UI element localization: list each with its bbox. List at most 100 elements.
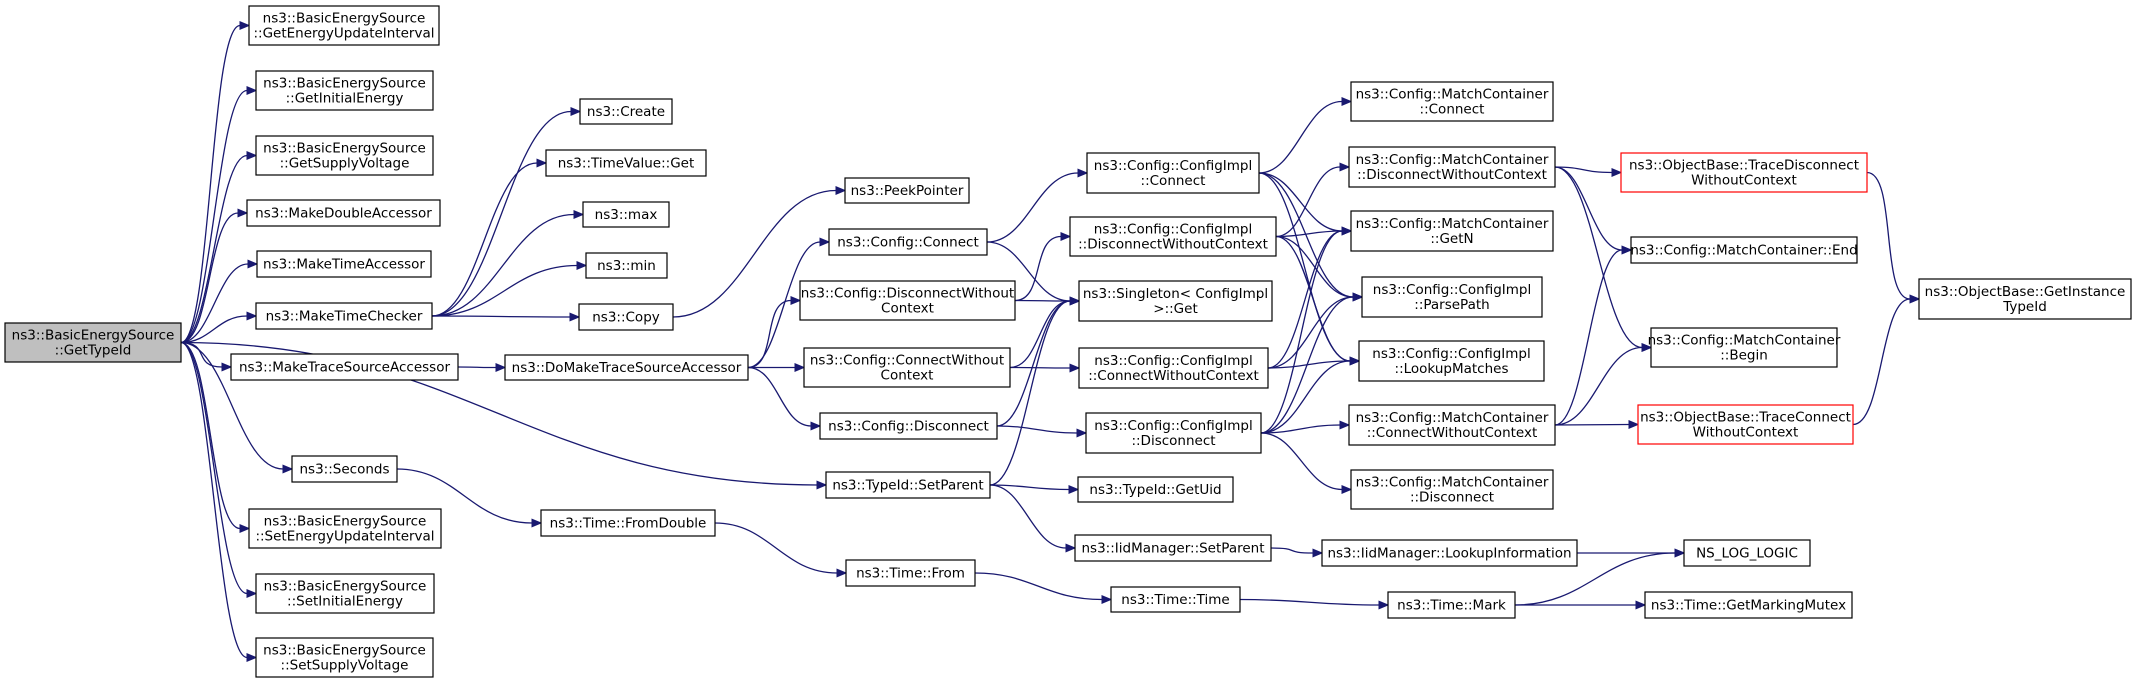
node-ns3-copy[interactable]: ns3::Copy xyxy=(578,303,674,331)
node-label: ns3::Config::MatchContainer xyxy=(1356,152,1549,168)
node-ns3-config-matchcontainer-getn[interactable]: ns3::Config::MatchContainer::GetN xyxy=(1350,210,1554,252)
node-ns3-time-from[interactable]: ns3::Time::From xyxy=(845,559,976,587)
call-edge xyxy=(180,85,258,344)
node-label: ns3::Config::ConfigImpl xyxy=(1094,353,1252,369)
node-ns3-create[interactable]: ns3::Create xyxy=(579,98,673,125)
node-ns3-seconds[interactable]: ns3::Seconds xyxy=(291,455,398,483)
call-edge xyxy=(974,572,1113,605)
call-edge xyxy=(1275,235,1361,366)
node-ns3-config-disconnectwithout-context[interactable]: ns3::Config::DisconnectWithoutContext xyxy=(799,280,1016,321)
node-label: ns3::Config::MatchContainer xyxy=(1356,216,1549,232)
node-ns3-makedoubleaccessor[interactable]: ns3::MakeDoubleAccessor xyxy=(246,199,441,227)
node-ns3-basicenergysource-setsupplyvoltage[interactable]: ns3::BasicEnergySource::SetSupplyVoltage xyxy=(255,637,434,678)
node-label: ns3::Config::ConfigImpl xyxy=(1373,282,1531,298)
call-edge xyxy=(1514,548,1686,606)
node-ns3-config-matchcontainer-disconnectwithoutcontext[interactable]: ns3::Config::MatchContainer::DisconnectW… xyxy=(1348,146,1556,188)
node-label: ns3::BasicEnergySource xyxy=(263,11,426,27)
call-edge xyxy=(1260,292,1364,434)
node-ns3-time-fromdouble[interactable]: ns3::Time::FromDouble xyxy=(540,509,716,537)
node-label: ::Begin xyxy=(1720,348,1768,364)
node-ns3-config-configimpl-lookupmatches[interactable]: ns3::Config::ConfigImpl::LookupMatches xyxy=(1358,340,1545,382)
node-ns3-config-connectwithout-context[interactable]: ns3::Config::ConnectWithoutContext xyxy=(803,347,1011,388)
node-label: ns3::Config::Disconnect xyxy=(828,419,989,435)
node-ns3-domaketracesourceaccessor[interactable]: ns3::DoMakeTraceSourceAccessor xyxy=(504,354,749,381)
call-edge xyxy=(180,150,258,344)
node-label: ns3::Config::Connect xyxy=(837,235,979,251)
node-label: ns3::Time::Mark xyxy=(1397,598,1506,614)
node-ns3-singleton-configimpl-get[interactable]: ns3::Singleton< ConfigImpl >::Get xyxy=(1078,280,1273,322)
call-edge xyxy=(989,484,1077,553)
node-label: WithoutContext xyxy=(1693,425,1799,441)
call-edge xyxy=(180,341,258,599)
node-ns3-basicenergysource-getinitialenergy[interactable]: ns3::BasicEnergySource::GetInitialEnergy xyxy=(255,70,434,111)
call-edge xyxy=(747,237,831,369)
node-ns3-config-configimpl-connect[interactable]: ns3::Config::ConfigImpl::Connect xyxy=(1086,152,1260,194)
node-ns3-config-matchcontainer-end[interactable]: ns3::Config::MatchContainer::End xyxy=(1630,236,1858,264)
call-edge xyxy=(1260,420,1351,434)
node-label: ns3::Create xyxy=(587,104,665,120)
node-ns3-config-connect[interactable]: ns3::Config::Connect xyxy=(828,228,988,256)
node-label: ::SetEnergyUpdateInterval xyxy=(255,529,434,545)
node-ns3-basicenergysource-getenergyupdateinterval[interactable]: ns3::BasicEnergySource::GetEnergyUpdateI… xyxy=(248,5,440,46)
node-label: ::GetInitialEnergy xyxy=(286,91,404,107)
node-ns3-peekpointer[interactable]: ns3::PeekPointer xyxy=(844,177,970,204)
node-ns3-config-disconnect[interactable]: ns3::Config::Disconnect xyxy=(819,412,998,440)
node-ns3-timevalue-get[interactable]: ns3::TimeValue::Get xyxy=(545,149,707,177)
node-label: ns3::BasicEnergySource xyxy=(263,141,426,157)
node-ns3-maketracesourceaccessor[interactable]: ns3::MakeTraceSourceAccessor xyxy=(230,353,459,381)
node-label: ns3::BasicEnergySource xyxy=(264,514,427,530)
node-ns3-config-configimpl-parsepath[interactable]: ns3::Config::ConfigImpl::ParsePath xyxy=(1361,276,1543,318)
node-ns3-maketimechecker[interactable]: ns3::MakeTimeChecker xyxy=(255,302,433,330)
node-ns3-iidmanager-lookupinformation[interactable]: ns3::IidManager::LookupInformation xyxy=(1321,539,1578,567)
node-ns3-time-mark[interactable]: ns3::Time::Mark xyxy=(1387,591,1516,619)
node-ns3-basicenergysource-gettypeid[interactable]: ns3::BasicEnergySource::GetTypeId xyxy=(4,322,182,363)
node-label: ns3::BasicEnergySource xyxy=(263,76,426,92)
node-ns3-config-matchcontainer-connect[interactable]: ns3::Config::MatchContainer::Connect xyxy=(1350,81,1554,122)
node-ns3-time-getmarkingmutex[interactable]: ns3::Time::GetMarkingMutex xyxy=(1644,591,1853,619)
node-label: ns3::ObjectBase::TraceDisconnect xyxy=(1629,158,1859,174)
node-label: ::GetEnergyUpdateInterval xyxy=(253,26,434,42)
node-ns3-time-time[interactable]: ns3::Time::Time xyxy=(1110,586,1241,613)
node-ns3-config-matchcontainer-begin[interactable]: ns3::Config::MatchContainer::Begin xyxy=(1648,327,1841,368)
node-label: WithoutContext xyxy=(1691,173,1797,189)
node-label: ns3::ObjectBase::TraceConnect xyxy=(1640,410,1851,426)
node-label: ns3::Config::ConfigImpl xyxy=(1094,158,1252,174)
node-ns3-objectbase-traceconnect-withoutcontext[interactable]: ns3::ObjectBase::TraceConnectWithoutCont… xyxy=(1637,404,1854,445)
node-ns3-typeid-getuid[interactable]: ns3::TypeId::GetUid xyxy=(1077,476,1234,503)
node-ns3-objectbase-tracedisconnect-withoutcontext[interactable]: ns3::ObjectBase::TraceDisconnectWithoutC… xyxy=(1620,152,1868,193)
call-edge xyxy=(180,259,259,344)
node-label: ::Connect xyxy=(1141,173,1206,189)
node-ns3-config-configimpl-connectwithoutcontext[interactable]: ns3::Config::ConfigImpl::ConnectWithoutC… xyxy=(1078,347,1269,389)
node-ns3-basicenergysource-setinitialenergy[interactable]: ns3::BasicEnergySource::SetInitialEnergy xyxy=(255,573,435,614)
node-label: ns3::Config::ConfigImpl xyxy=(1372,346,1530,362)
node-ns3-config-configimpl-disconnect[interactable]: ns3::Config::ConfigImpl::Disconnect xyxy=(1085,412,1262,454)
node-ns3-config-matchcontainer-connectwithoutcontext[interactable]: ns3::Config::MatchContainer::ConnectWith… xyxy=(1348,404,1556,446)
node-ns3-config-matchcontainer-disconnect[interactable]: ns3::Config::MatchContainer::Disconnect xyxy=(1350,469,1554,510)
node-label: ns3::Config::MatchContainer::End xyxy=(1630,243,1857,259)
node-ns3-maketimeaccessor[interactable]: ns3::MakeTimeAccessor xyxy=(256,250,432,278)
node-ns3-basicenergysource-getsupplyvoltage[interactable]: ns3::BasicEnergySource::GetSupplyVoltage xyxy=(255,135,434,176)
node-ns3-config-configimpl-disconnectwithoutcontext[interactable]: ns3::Config::ConfigImpl::DisconnectWitho… xyxy=(1069,216,1277,257)
call-edge xyxy=(1260,356,1361,434)
call-edge xyxy=(996,425,1088,438)
call-edge xyxy=(431,106,582,317)
node-label: ::GetSupplyVoltage xyxy=(280,156,410,172)
node-label: ns3::ObjectBase::GetInstance xyxy=(1925,284,2126,300)
node-label: ns3::Config::ConfigImpl xyxy=(1094,418,1252,434)
call-edge xyxy=(431,260,588,317)
node-label: ns3::Copy xyxy=(592,310,660,326)
node-ns3-basicenergysource-setenergyupdateinterval[interactable]: ns3::BasicEnergySource::SetEnergyUpdateI… xyxy=(248,508,442,549)
call-edge xyxy=(180,341,251,534)
node-ns3-min[interactable]: ns3::min xyxy=(585,252,668,279)
node-ns3-max[interactable]: ns3::max xyxy=(582,201,670,228)
node-ns3-iidmanager-setparent[interactable]: ns3::IidManager::SetParent xyxy=(1074,534,1272,562)
call-edge xyxy=(180,341,828,490)
node-ns-log-logic[interactable]: NS_LOG_LOGIC xyxy=(1683,539,1811,567)
node-label: ns3::Seconds xyxy=(300,462,390,478)
node-label: >::Get xyxy=(1153,301,1197,317)
call-edge xyxy=(989,484,1080,495)
node-label: ::GetTypeId xyxy=(55,343,132,359)
node-ns3-typeid-setparent[interactable]: ns3::TypeId::SetParent xyxy=(825,471,991,499)
